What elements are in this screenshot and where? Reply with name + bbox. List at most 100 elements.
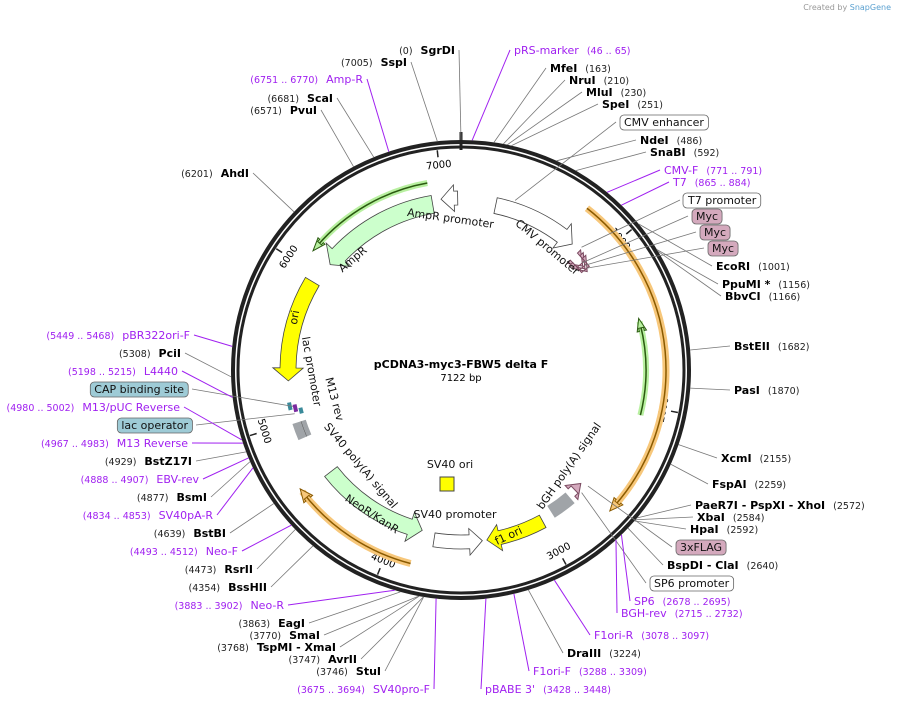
leader-line <box>195 451 247 462</box>
sv40-polya-outline <box>300 421 307 437</box>
site-label-primer[interactable]: pBABE 3'(3428 .. 3448) <box>480 598 611 696</box>
site-label-primer[interactable]: (3883 .. 3902)Neo-R <box>175 589 395 612</box>
site-text: NdeI(486) <box>640 134 702 147</box>
leader-line <box>493 67 547 143</box>
site-label-enzyme[interactable]: (4473)RsrII <box>185 529 296 576</box>
leader-line <box>308 591 401 624</box>
feature-box <box>619 114 709 131</box>
site-label-box[interactable]: T7 promoter <box>581 192 762 248</box>
lac-region-feature[interactable] <box>287 402 293 411</box>
site-label-enzyme[interactable]: NdeI(486) <box>556 134 703 162</box>
site-position: (4929) <box>105 457 137 468</box>
site-label-enzyme[interactable]: (7005)SspI <box>341 56 438 142</box>
site-position: (1001) <box>758 262 790 273</box>
site-label-enzyme[interactable]: XcmI(2155) <box>678 444 792 465</box>
site-label-primer[interactable]: (5449 .. 5468)pBR322ori-F <box>46 329 233 347</box>
leader-line <box>458 49 462 141</box>
site-label-primer[interactable]: (4834 .. 4853)SV40pA-R <box>83 467 254 522</box>
site-label-enzyme[interactable]: HpaI(2592) <box>634 520 759 536</box>
site-position: (2572) <box>833 501 865 512</box>
feature-block-8[interactable] <box>292 419 312 441</box>
site-label-enzyme[interactable]: (3747)AvrII <box>289 596 424 666</box>
site-label-enzyme[interactable]: SpeI(251) <box>511 98 663 146</box>
site-name: T7 <box>672 176 687 189</box>
leader-line <box>690 345 731 351</box>
feature-box-label: T7 promoter <box>687 194 757 207</box>
myc-tag-feature[interactable] <box>570 254 591 274</box>
site-label-primer[interactable]: SP6(2678 .. 2695) <box>620 534 730 608</box>
leader-line <box>575 151 647 172</box>
site-label-enzyme[interactable]: XbaI(2584) <box>635 511 765 524</box>
site-name: F1ori-R <box>594 629 634 642</box>
site-label-primer[interactable]: (4967 .. 4983)M13 Reverse <box>41 437 243 450</box>
site-label-enzyme[interactable]: SnaBI(592) <box>575 146 719 172</box>
leader-line <box>581 199 681 248</box>
site-label-enzyme[interactable]: BstEII(1682) <box>690 340 809 353</box>
site-label-primer[interactable]: (6751 .. 6770)Amp-R <box>250 73 390 152</box>
3xflag-feature[interactable] <box>564 482 582 501</box>
feature-block-7[interactable] <box>547 492 575 518</box>
site-label-primer[interactable]: CMV-F(771 .. 791) <box>606 164 762 193</box>
feature-arrow-4[interactable] <box>324 466 423 543</box>
site-label-primer[interactable]: (4980 .. 5002)M13/pUC Reverse <box>7 401 243 441</box>
site-label-box[interactable]: Myc <box>584 224 731 266</box>
site-label-enzyme[interactable]: (5308)PciI <box>119 347 232 378</box>
site-label-box[interactable]: Myc <box>586 240 739 269</box>
lac-region-feature[interactable] <box>298 407 304 414</box>
site-label-enzyme[interactable]: (3863)EagI <box>239 591 401 630</box>
site-text: (4639)BstBI <box>154 527 226 540</box>
sv40-ori-feature[interactable] <box>439 476 455 492</box>
site-label-enzyme[interactable]: (4929)BstZ17I <box>105 451 247 468</box>
site-label-primer[interactable]: pRS-marker(46 .. 65) <box>471 44 631 141</box>
site-label-enzyme[interactable]: FspAI(2259) <box>670 463 786 491</box>
site-label-enzyme[interactable]: (3746)StuI <box>316 596 424 678</box>
lac-region-feature[interactable] <box>292 404 299 413</box>
site-label-primer[interactable]: (4888 .. 4907)EBV-rev <box>81 457 249 486</box>
feature-arrow-6[interactable] <box>486 514 547 552</box>
feature-arrow-3[interactable] <box>271 276 320 382</box>
site-label-enzyme[interactable]: PpuMI *(1156) <box>656 249 810 291</box>
site-label-enzyme[interactable]: PasI(1870) <box>690 384 799 397</box>
feature-arrow-5[interactable] <box>432 527 483 557</box>
feature-arrow-0[interactable] <box>493 197 573 249</box>
site-label-enzyme[interactable]: (6681)ScaI <box>267 92 375 158</box>
site-label-primer[interactable]: BGH-rev(2715 .. 2732) <box>615 539 743 620</box>
site-label-primer[interactable]: T7(865 .. 884) <box>621 176 750 206</box>
site-text: (3746)StuI <box>316 665 381 678</box>
site-label-enzyme[interactable]: MfeI(163) <box>493 62 611 143</box>
site-label-primer[interactable]: F1ori-F(3288 .. 3309) <box>513 593 647 678</box>
site-label-enzyme[interactable]: (4354)BssHII <box>189 545 314 594</box>
feature-arrow-1[interactable] <box>440 183 459 213</box>
site-label-box[interactable]: 3xFLAG <box>587 485 727 556</box>
site-label-box[interactable]: SP6 promoter <box>581 492 735 592</box>
site-label-enzyme[interactable]: (0)SgrDI <box>399 44 462 141</box>
site-text: (3768)TspMI - XmaI <box>217 641 336 654</box>
feature-arrow-2[interactable] <box>325 195 435 268</box>
site-label-enzyme[interactable]: (4877)BsmI <box>137 461 251 504</box>
site-label-enzyme[interactable]: BbvCI(1166) <box>657 251 800 303</box>
site-label-primer[interactable]: (4493 .. 4512)Neo-F <box>130 524 292 558</box>
site-text: (3863)EagI <box>239 617 306 630</box>
site-position: (4888 .. 4907) <box>81 475 149 486</box>
site-label-enzyme[interactable]: (6201)AhdI <box>181 167 295 213</box>
site-label-enzyme[interactable]: (6571)PvuI <box>250 104 354 167</box>
site-label-enzyme[interactable]: (3768)TspMI - XmaI <box>217 595 420 654</box>
site-label-box[interactable]: Myc <box>582 208 723 264</box>
site-label-box[interactable]: CAP binding site <box>89 381 293 407</box>
site-label-primer[interactable]: (5198 .. 5215)L4440 <box>68 365 233 398</box>
site-position: (4639) <box>154 529 186 540</box>
site-label-enzyme[interactable]: PaeR7I - PspXI - XhoI(2572) <box>637 499 865 519</box>
site-label-primer[interactable]: F1ori-R(3078 .. 3097) <box>553 579 709 642</box>
site-label-enzyme[interactable]: NruI(210) <box>503 74 629 145</box>
site-label-enzyme[interactable]: (3770)SmaI <box>250 595 419 642</box>
tick-label: 3000 <box>545 541 573 563</box>
site-label-enzyme[interactable]: BspDI - ClaI(2640) <box>627 527 778 572</box>
site-label-box[interactable]: CMV enhancer <box>514 114 709 201</box>
site-label-enzyme[interactable]: DraIII(3224) <box>528 589 641 660</box>
site-label-enzyme[interactable]: EcoRI(1001) <box>638 223 790 273</box>
site-label-enzyme[interactable]: (4639)BstBI <box>154 503 274 540</box>
site-label-box[interactable]: lac operator <box>116 413 295 434</box>
site-label-primer[interactable]: (3675 .. 3694)SV40pro-F <box>297 598 437 696</box>
site-label-enzyme[interactable]: MluI(230) <box>507 86 646 146</box>
leader-line <box>553 579 591 636</box>
